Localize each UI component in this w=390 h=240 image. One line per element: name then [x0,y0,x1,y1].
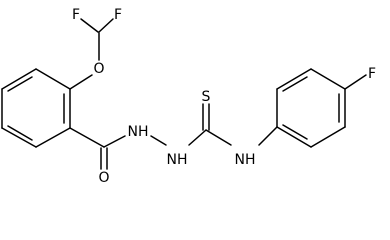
atom-label-f-para: F [368,66,376,82]
bond-nh-nh [150,135,167,146]
ring1-bond-6 [35,68,71,90]
molecule-drawing: F F O O NH NH S NH F [1,7,376,186]
bond-o-aryl [69,74,93,90]
bond-thiocarbonyl-nh [205,129,232,146]
ring2-bond-3 [310,68,346,90]
atom-label-o-ether: O [93,61,104,77]
fluorophenyl-ring [276,68,367,148]
bond-nh-thiocarbonyl [188,129,207,146]
ring1-inner-3 [7,76,33,92]
structure-diagram: F F O O NH NH S NH F [1,7,376,186]
difluoromethoxy-group [69,18,114,90]
bond-c-f-para [344,74,367,90]
hydrazide-linker [69,127,167,170]
atom-label-s-thione: S [202,89,211,105]
atom-label-f-left: F [72,7,80,23]
bond-nh-aryl [258,126,278,146]
benzoyl-ring [1,68,71,148]
ring1-bond-5 [1,68,37,90]
ring1-inner-2 [7,125,33,141]
atom-label-nh-3: NH [235,152,256,168]
ring1-bond-2 [35,127,71,148]
bond-cf-right [98,18,114,33]
atom-label-o-carbonyl: O [98,170,109,186]
atom-label-nh-1: NH [128,124,149,140]
atom-labels: F F O O NH NH S NH F [72,7,376,186]
ring2-inner-3 [282,124,308,140]
ring2-bond-6 [276,126,312,148]
atom-label-nh-2: NH [167,152,188,168]
bond-ring-carbonyl [69,127,105,148]
ring1-bond-3 [1,127,37,148]
atom-label-f-right: F [114,7,122,23]
ring2-bond-5 [310,126,346,148]
thiourea-core [188,103,278,146]
bond-carbonyl-nh [103,135,126,148]
bond-cf-left [80,18,99,33]
ring2-inner-1 [282,76,308,92]
ring2-bond-2 [276,68,312,90]
